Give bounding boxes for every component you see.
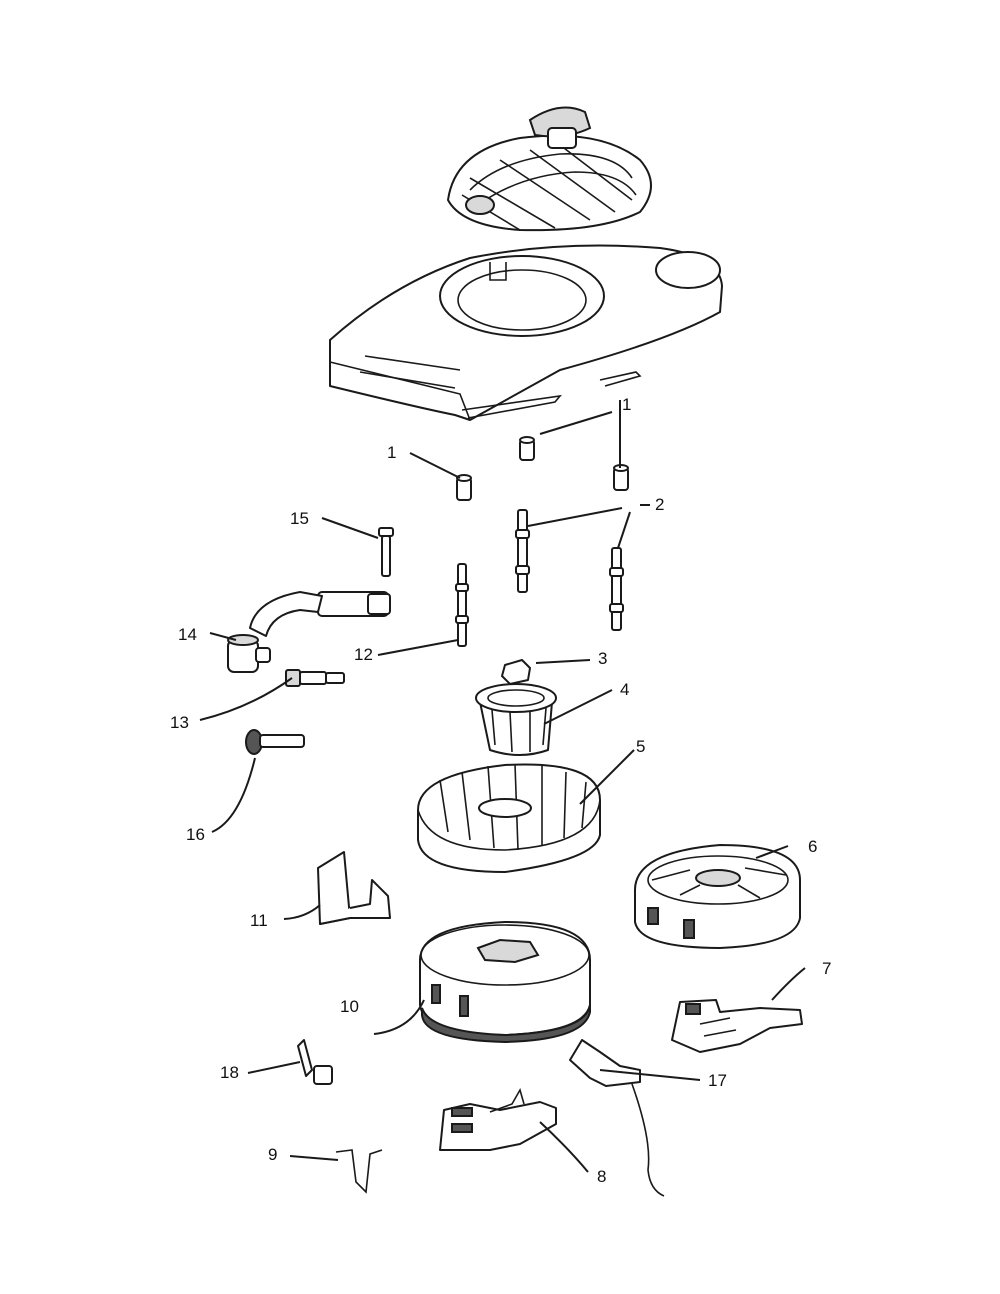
blower-housing (329, 244, 723, 421)
flywheel-cover-6 (634, 844, 801, 949)
callout-1-right: 1 (622, 395, 631, 414)
callout-12: 12 (354, 645, 373, 664)
callout-5: 5 (636, 737, 645, 756)
screw-15 (378, 527, 394, 577)
flywheel-10 (419, 921, 591, 1044)
ignition-lead (227, 591, 391, 673)
stud-right (609, 547, 624, 631)
callout-11: 11 (250, 911, 268, 930)
module-7 (671, 999, 803, 1053)
callout-17: 17 (708, 1071, 727, 1090)
callout-7: 7 (822, 959, 831, 978)
rewind-starter (447, 106, 652, 232)
spacer-left (456, 474, 472, 501)
flywheel-fan (417, 763, 601, 873)
callout-15: 15 (290, 509, 309, 528)
callout-8: 8 (597, 1167, 606, 1186)
callout-10: 10 (340, 997, 359, 1016)
bolt-16 (245, 729, 305, 755)
callout-14: 14 (178, 625, 197, 644)
sensor-17 (569, 1039, 665, 1197)
stud-12 (455, 563, 469, 647)
callout-4: 4 (620, 680, 629, 699)
callout-2: 2 (655, 495, 664, 514)
stud-left (515, 509, 530, 593)
spark-plug (285, 669, 345, 687)
starter-cup (475, 683, 557, 756)
leader-lines (199, 400, 806, 1173)
callout-13: 13 (170, 713, 189, 732)
spacer-middle (519, 436, 535, 461)
governor-assembly-8 (439, 1087, 557, 1151)
callout-labels: 1 1 2 15 14 12 3 4 13 5 16 6 11 7 10 18 … (170, 395, 831, 1186)
callout-6: 6 (808, 837, 817, 856)
clip-18 (297, 1039, 333, 1085)
flywheel-nut (501, 659, 531, 685)
spacer-right (613, 464, 629, 491)
spring-9 (335, 1149, 383, 1194)
callout-9: 9 (268, 1145, 277, 1164)
callout-18: 18 (220, 1063, 239, 1082)
callout-3: 3 (598, 649, 607, 668)
callout-16: 16 (186, 825, 205, 844)
shield-11 (317, 851, 391, 925)
callout-1-left: 1 (387, 443, 396, 462)
